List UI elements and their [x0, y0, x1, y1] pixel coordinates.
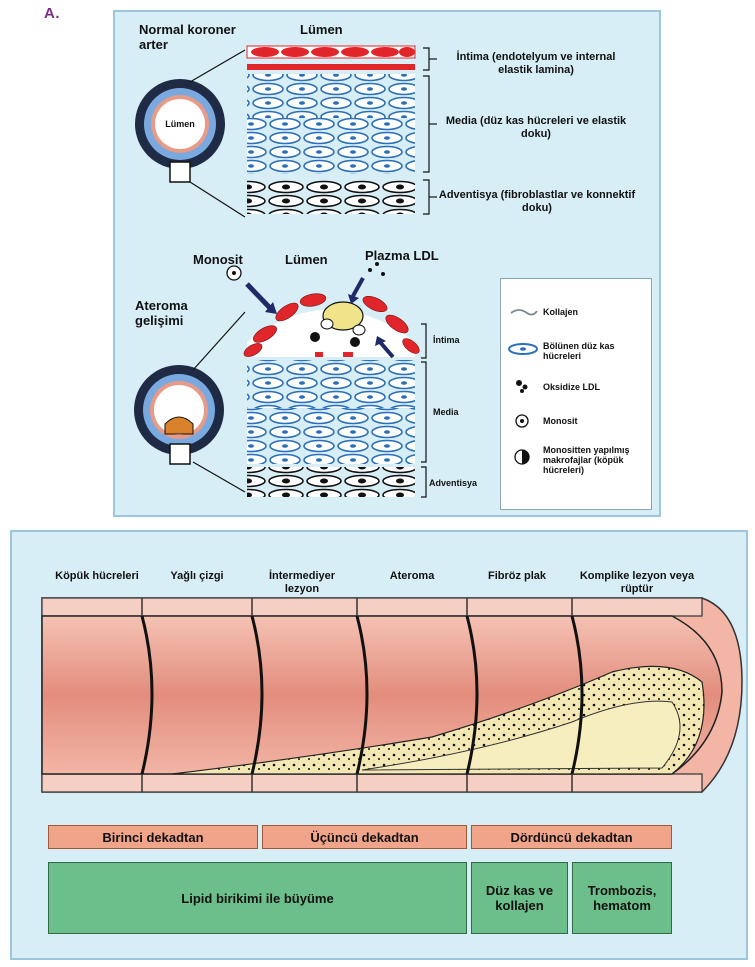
decade-fourth: Dördüncü dekadtan [471, 825, 672, 849]
atheroma-media-label: Media [433, 407, 459, 417]
legend-label-macrophage: Monositten yapılmış makrofajlar (köpük h… [543, 445, 648, 475]
intima-label: İntima (endotelyum ve internal elastik l… [441, 51, 631, 77]
legend: Kollajen Bölünen düz kas hücreleri Oksid… [500, 278, 652, 510]
adventitia-label: Adventisya (fibroblastlar ve konnektif d… [437, 189, 637, 215]
mechanism-smooth-muscle-collagen: Düz kas ve kollajen [471, 862, 568, 934]
stage-foam-cells: Köpük hücreleri [52, 570, 142, 583]
layer-brackets-atheroma [421, 324, 426, 497]
oxidized-ldl-icon [516, 380, 528, 393]
atheroma-title: Ateroma gelişimi [135, 298, 215, 328]
stage-complicated-lesion: Komplike lezyon veya rüptür [577, 570, 697, 596]
mechanism-lipid-growth: Lipid birikimi ile büyüme [48, 862, 467, 934]
atheroma-wall-layers [242, 292, 422, 497]
panel-b: Köpük hücreleri Yağlı çizgi İntermediyer… [10, 530, 748, 960]
stage-atheroma: Ateroma [372, 570, 452, 583]
legend-label-oxidized-ldl: Oksidize LDL [543, 382, 648, 392]
atheroma-intima-label: İntima [433, 335, 460, 345]
panel-a-label: A. [44, 5, 60, 22]
legend-label-smooth-muscle: Bölünen düz kas hücreleri [543, 341, 648, 361]
decade-first: Birinci dekadtan [48, 825, 258, 849]
plasma-ldl-label: Plazma LDL [365, 248, 439, 263]
normal-wall-layers [247, 46, 415, 214]
stage-intermediate-lesion: İntermediyer lezyon [252, 570, 352, 596]
normal-lumen-label: Lümen [300, 22, 343, 37]
decade-third: Üçüncü dekadtan [262, 825, 467, 849]
layer-brackets-normal [423, 48, 437, 214]
macrophage-icon [515, 450, 529, 464]
atheroma-adventitia-label: Adventisya [429, 478, 477, 488]
legend-label-collagen: Kollajen [543, 307, 648, 317]
monocyte-arrow [227, 266, 277, 314]
collagen-icon [511, 310, 537, 315]
stage-fibrous-plaque: Fibröz plak [482, 570, 552, 583]
normal-artery-title: Normal koroner arter [139, 22, 249, 52]
atheroma-lumen-label: Lümen [285, 252, 328, 267]
monocyte-label: Monosit [193, 252, 243, 267]
monocyte-icon [516, 415, 528, 427]
legend-label-monocyte: Monosit [543, 416, 648, 426]
stage-fatty-streak: Yağlı çizgi [157, 570, 237, 583]
atheroma-artery-cross-section [134, 312, 245, 492]
mechanism-thrombosis: Trombozis, hematom [572, 862, 672, 934]
circle-lumen-label: Lümen [160, 119, 200, 129]
media-label: Media (düz kas hücreleri ve elastik doku… [441, 115, 631, 141]
normal-artery-cross-section [135, 50, 245, 217]
